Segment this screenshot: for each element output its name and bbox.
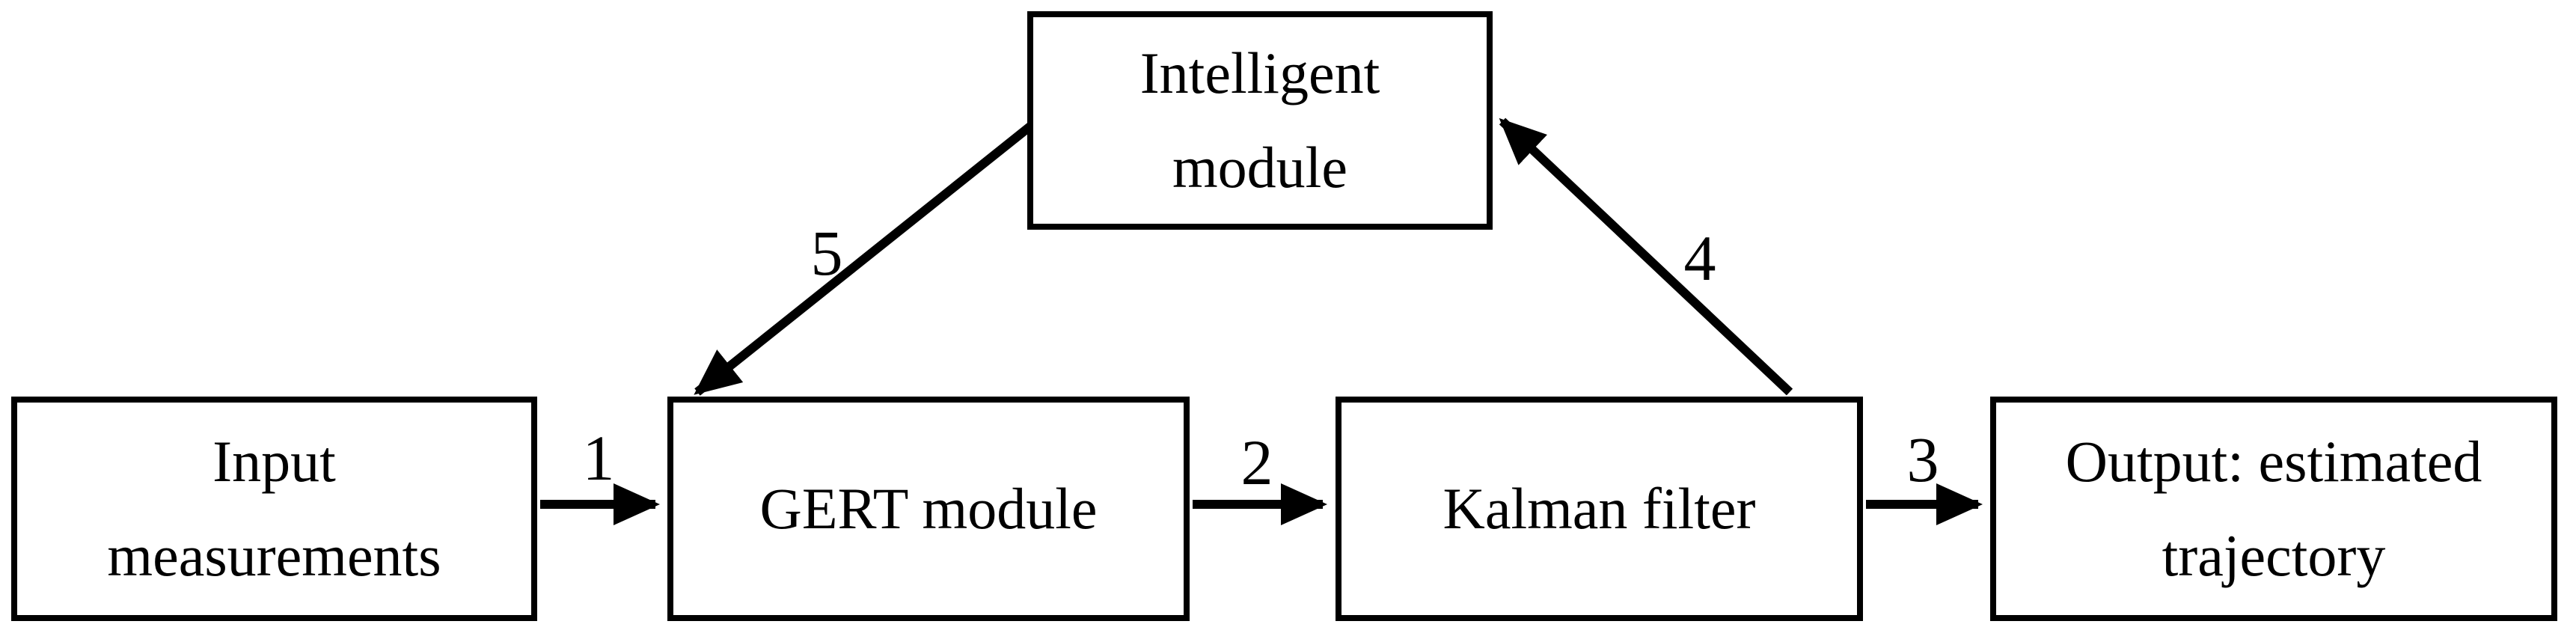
edge-label-1: 1 [582, 422, 615, 494]
node-input-measurements-label: Input measurements [107, 415, 441, 604]
node-gert-module: GERT module [667, 397, 1190, 621]
node-text-line: Input [212, 428, 336, 494]
edge-label-5: 5 [810, 217, 843, 289]
arrow-5-intelligent-to-gert [694, 122, 1034, 396]
node-gert-module-label: GERT module [759, 462, 1097, 556]
node-output-estimated-trajectory-label: Output: estimated trajectory [2066, 415, 2482, 604]
node-text-line: Output: estimated [2065, 428, 2482, 494]
node-text-line: trajectory [2162, 523, 2386, 588]
node-input-measurements: Input measurements [11, 397, 537, 621]
node-text-line: GERT module [759, 475, 1098, 541]
node-text-line: Intelligent [1139, 40, 1380, 106]
node-intelligent-module: Intelligent module [1027, 11, 1493, 230]
node-kalman-filter: Kalman filter [1336, 397, 1863, 621]
node-text-line: Kalman filter [1443, 475, 1756, 541]
edge-label-2: 2 [1240, 426, 1273, 498]
edge-label-3: 3 [1906, 424, 1939, 495]
node-text-line: measurements [107, 523, 441, 588]
node-output-estimated-trajectory: Output: estimated trajectory [1990, 397, 2557, 621]
node-intelligent-module-label: Intelligent module [1140, 26, 1380, 215]
edge-label-4: 4 [1683, 222, 1716, 294]
node-text-line: module [1172, 135, 1347, 200]
node-kalman-filter-label: Kalman filter [1443, 462, 1756, 556]
arrow-4-kalman-to-intelligent [1499, 117, 1793, 396]
